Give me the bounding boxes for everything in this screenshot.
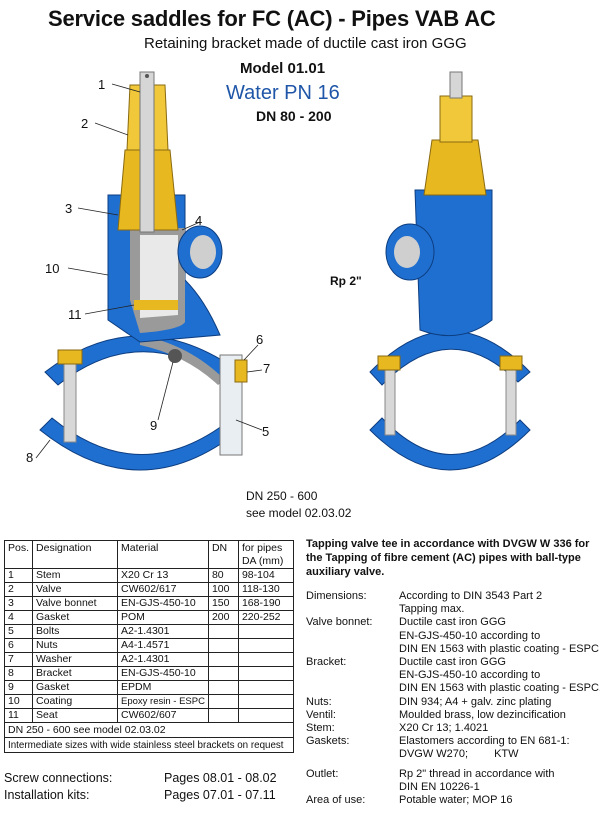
gasket-ball: [168, 349, 182, 363]
model-number: Model 01.01: [240, 60, 326, 77]
nut-left: [57, 349, 83, 365]
saddle-bracket-upper-right: [369, 330, 531, 386]
callout-8: 8: [26, 450, 33, 465]
valve-stem-right: [449, 71, 463, 99]
bolt-left: [63, 359, 77, 443]
spec-nuts: Nuts: DIN 934; A4 + galv. zinc plating: [306, 695, 552, 708]
page-references: Screw connections:Pages 08.01 - 08.02 In…: [4, 771, 277, 802]
dn-note: DN 250 - 600 see model 02.03.02: [246, 489, 352, 520]
saddle-bracket-lower-right: [369, 417, 531, 471]
spec-dimensions: Dimensions: According to DIN 3543 Part 2…: [306, 590, 543, 616]
spec-intro: Tapping valve tee in accordance with DVG…: [306, 538, 590, 578]
table-note-row: Intermediate sizes with wide stainless s…: [4, 737, 294, 753]
page-title: Service saddles for FC (AC) - Pipes VAB …: [48, 6, 496, 31]
valve-stem-left: [139, 71, 155, 233]
table-note-row: DN 250 - 600 see model 02.03.02: [4, 722, 294, 738]
valve-body-right: [414, 189, 493, 337]
valve-bonnet-right: [423, 139, 487, 196]
callout-11: 11: [68, 307, 82, 322]
page-subtitle: Retaining bracket made of ductile cast i…: [144, 35, 467, 52]
spec-list: Dimensions: According to DIN 3543 Part 2…: [306, 590, 600, 807]
spec-area-of-use: Area of use: Potable water; MOP 16: [306, 794, 513, 807]
nut-right: [234, 359, 248, 383]
callout-5: 5: [262, 424, 269, 439]
spec-ventil: Ventil: Moulded brass, low dezincificati…: [306, 708, 566, 721]
callout-2: 2: [81, 116, 88, 131]
callout-9: 9: [150, 418, 157, 433]
callout-1: 1: [98, 77, 105, 92]
spec-stem: Stem: X20 Cr 13; 1.4021: [306, 722, 489, 735]
rp-thread-label: Rp 2": [330, 274, 362, 288]
product-drawing: 1 2 3 4 10 11 6 7 9 5 8: [26, 71, 531, 471]
dn-range: DN 80 - 200: [256, 108, 332, 124]
valve-seat: [134, 300, 178, 310]
callout-3: 3: [65, 201, 72, 216]
callout-4: 4: [195, 213, 202, 228]
pressure-rating: Water PN 16: [226, 82, 340, 104]
callout-7: 7: [263, 361, 270, 376]
callout-6: 6: [256, 332, 263, 347]
callout-10: 10: [45, 261, 59, 276]
spec-gaskets: Gaskets: Elastomers according to EN 681-…: [306, 735, 570, 761]
